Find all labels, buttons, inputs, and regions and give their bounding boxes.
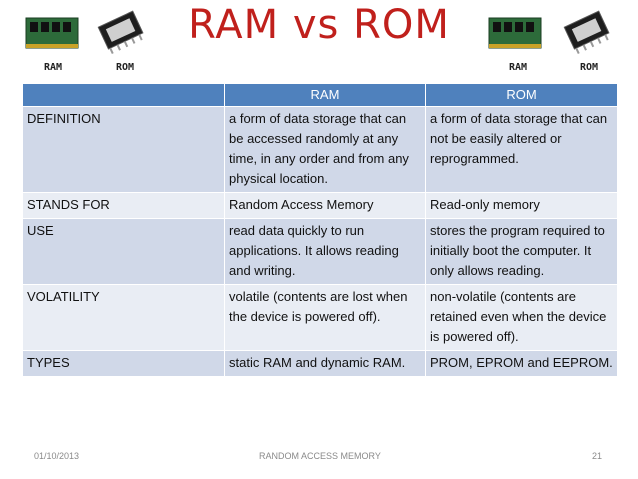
ram-cell: Random Access Memory xyxy=(224,192,426,219)
table-header-row: RAM ROM xyxy=(22,83,618,107)
header-cell-rom: ROM xyxy=(425,83,618,107)
row-label: STANDS FOR xyxy=(22,192,225,219)
table-row: USE read data quickly to run application… xyxy=(22,218,618,285)
ram-cell: a form of data storage that can be acces… xyxy=(224,106,426,193)
table-row: VOLATILITY volatile (contents are lost w… xyxy=(22,284,618,351)
ram-cell: read data quickly to run applications. I… xyxy=(224,218,426,285)
ram-cell: static RAM and dynamic RAM. xyxy=(224,350,426,377)
rom-cell: a form of data storage that can not be e… xyxy=(425,106,618,193)
rom-cell: non-volatile (contents are retained even… xyxy=(425,284,618,351)
page-number: 21 xyxy=(592,451,603,461)
row-label: VOLATILITY xyxy=(22,284,225,351)
row-label: DEFINITION xyxy=(22,106,225,193)
ram-chip-label: RAM xyxy=(509,62,528,73)
rom-chip-icon xyxy=(563,10,610,55)
table-row: TYPES static RAM and dynamic RAM. PROM, … xyxy=(22,350,618,377)
rom-cell: stores the program required to initially… xyxy=(425,218,618,285)
table-row: DEFINITION a form of data storage that c… xyxy=(22,106,618,193)
rom-cell: PROM, EPROM and EEPROM. xyxy=(425,350,618,377)
ram-chip-icon xyxy=(488,17,542,49)
ram-cell: volatile (contents are lost when the dev… xyxy=(224,284,426,351)
rom-cell: Read-only memory xyxy=(425,192,618,219)
row-label: USE xyxy=(22,218,225,285)
slide-title: RAM vs ROM xyxy=(188,2,450,48)
table-row: STANDS FOR Random Access Memory Read-onl… xyxy=(22,192,618,219)
rom-chip-label: ROM xyxy=(116,62,135,73)
rom-chip-label: ROM xyxy=(580,62,599,73)
comparison-table: RAM ROM DEFINITION a form of data storag… xyxy=(22,83,618,377)
header-cell-ram: RAM xyxy=(224,83,426,107)
footer-title: RANDOM ACCESS MEMORY xyxy=(259,451,381,461)
ram-chip-icon xyxy=(25,17,79,49)
row-label: TYPES xyxy=(22,350,225,377)
footer-date: 01/10/2013 xyxy=(34,451,80,461)
header-cell-empty xyxy=(22,83,225,107)
ram-chip-label: RAM xyxy=(44,62,63,73)
rom-chip-icon xyxy=(97,10,144,55)
